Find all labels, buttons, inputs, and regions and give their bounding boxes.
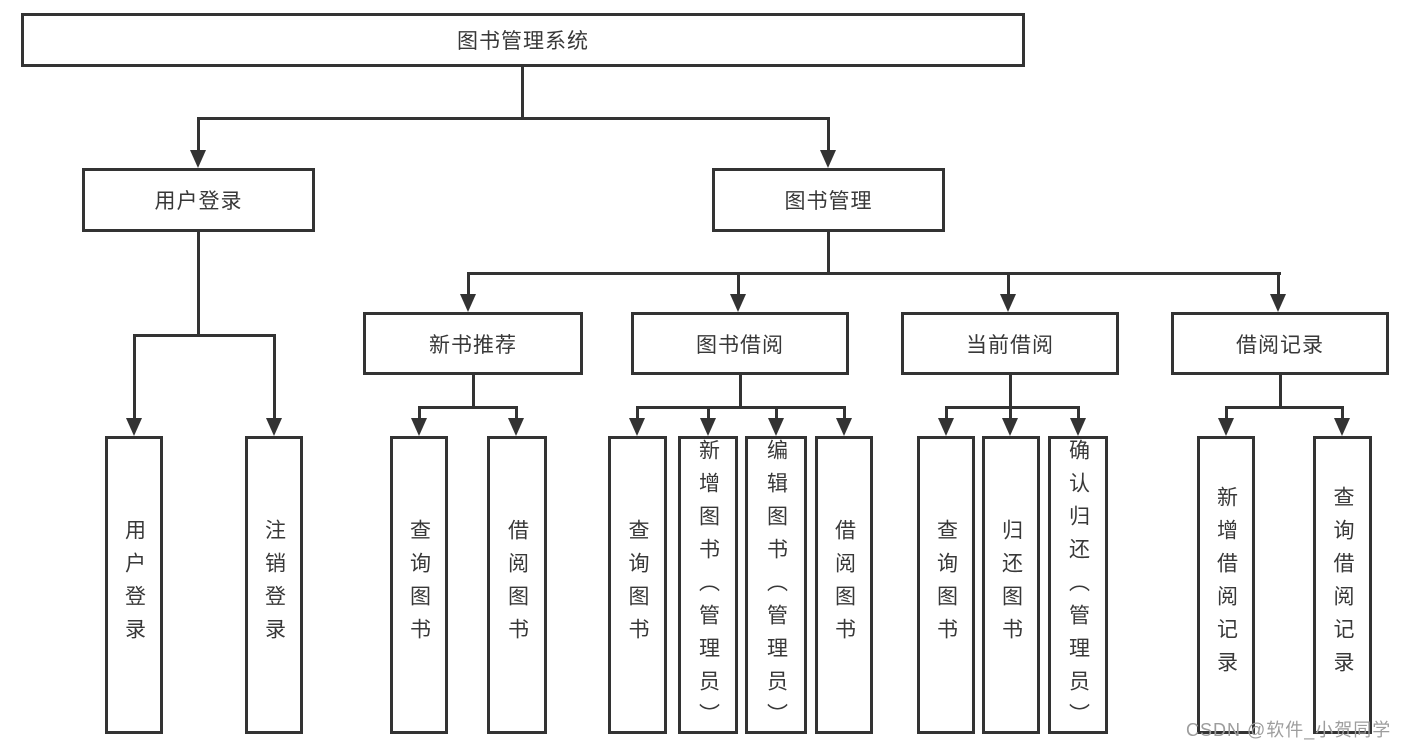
arrow-down-icon — [1334, 418, 1350, 436]
connector-drop — [515, 406, 518, 420]
connector-drop — [775, 406, 778, 420]
connector-login-leaf1-drop — [133, 334, 136, 419]
connector-drop — [1077, 406, 1080, 420]
arrow-down-icon — [411, 418, 427, 436]
leaf-label: 编辑图书（管理员） — [764, 439, 788, 736]
connector-mgmt-bar — [467, 272, 1281, 275]
connector-records-drop — [1277, 272, 1280, 296]
arrow-down-icon — [508, 418, 524, 436]
leaf-borrow-books: 借阅图书 — [815, 436, 873, 734]
arrow-down-icon — [126, 418, 142, 436]
leaf-label: 查询图书 — [934, 519, 958, 651]
arrow-down-icon — [730, 294, 746, 312]
connector-records-bar — [1225, 406, 1344, 409]
connector-borrow-drop — [737, 272, 740, 296]
leaf-borrow-books-recommend: 借阅图书 — [487, 436, 547, 734]
arrow-down-icon — [1218, 418, 1234, 436]
leaf-label: 借阅图书 — [832, 519, 856, 651]
connector-drop — [1341, 406, 1344, 420]
leaf-query-books-recommend: 查询图书 — [390, 436, 448, 734]
leaf-query-books-borrow: 查询图书 — [608, 436, 667, 734]
leaf-label: 借阅图书 — [505, 519, 529, 651]
node-label: 图书管理系统 — [457, 30, 589, 53]
connector-login-leaf2-drop — [273, 334, 276, 419]
node-label: 用户登录 — [154, 190, 243, 213]
arrow-down-icon — [1000, 294, 1016, 312]
arrow-down-icon — [768, 418, 784, 436]
arrow-down-icon — [1002, 418, 1018, 436]
node-book-borrowing: 图书借阅 — [631, 312, 849, 375]
connector-drop — [636, 406, 639, 420]
node-book-management: 图书管理 — [712, 168, 945, 232]
leaf-query-borrow-record: 查询借阅记录 — [1313, 436, 1372, 734]
node-borrowing-records: 借阅记录 — [1171, 312, 1389, 375]
leaf-user-login: 用户登录 — [105, 436, 163, 734]
node-new-book-recommend: 新书推荐 — [363, 312, 583, 375]
connector-current-bar — [945, 406, 1080, 409]
arrow-down-icon — [1270, 294, 1286, 312]
leaf-add-book-admin: 新增图书（管理员） — [678, 436, 738, 736]
connector-current-stem — [1009, 375, 1012, 409]
arrow-down-icon — [1070, 418, 1086, 436]
arrow-down-icon — [938, 418, 954, 436]
connector-drop — [707, 406, 710, 420]
leaf-label: 新增图书（管理员） — [696, 439, 720, 736]
connector-drop — [418, 406, 421, 420]
leaf-label: 归还图书 — [999, 519, 1023, 651]
leaf-label: 查询借阅记录 — [1331, 486, 1354, 684]
leaf-edit-book-admin: 编辑图书（管理员） — [745, 436, 807, 736]
arrow-down-icon — [629, 418, 645, 436]
connector-newbook-bar — [418, 406, 518, 409]
node-label: 图书借阅 — [696, 333, 784, 357]
leaf-label: 注销登录 — [262, 519, 286, 651]
connector-borrow-stem — [739, 375, 742, 409]
leaf-label: 查询图书 — [626, 519, 649, 651]
connector-drop — [1009, 406, 1012, 420]
leaf-confirm-return-admin: 确认归还（管理员） — [1048, 436, 1108, 736]
node-user-login: 用户登录 — [82, 168, 315, 232]
arrow-down-icon — [836, 418, 852, 436]
leaf-label: 新增借阅记录 — [1214, 486, 1238, 684]
leaf-return-books: 归还图书 — [982, 436, 1040, 734]
node-library-management-system: 图书管理系统 — [21, 13, 1025, 67]
arrow-down-icon — [266, 418, 282, 436]
connector-login-bar — [133, 334, 276, 337]
node-label: 当前借阅 — [966, 333, 1054, 357]
leaf-label: 用户登录 — [122, 519, 146, 651]
connector-mgmt-stem — [827, 232, 830, 275]
connector-login-drop — [197, 117, 200, 153]
connector-drop — [843, 406, 846, 420]
node-label: 借阅记录 — [1236, 333, 1324, 357]
connector-newbook-drop — [467, 272, 470, 296]
watermark: CSDN @软件_小贺同学 — [1186, 720, 1392, 740]
arrow-down-icon — [820, 150, 836, 168]
leaf-logout: 注销登录 — [245, 436, 303, 734]
leaf-add-borrow-record: 新增借阅记录 — [1197, 436, 1255, 734]
arrow-down-icon — [460, 294, 476, 312]
connector-borrow-bar — [636, 406, 846, 409]
connector-root-bar — [197, 117, 830, 120]
connector-current-drop — [1007, 272, 1010, 296]
connector-drop — [1225, 406, 1228, 420]
connector-mgmt-drop — [827, 117, 830, 153]
connector-drop — [945, 406, 948, 420]
arrow-down-icon — [700, 418, 716, 436]
connector-newbook-stem — [472, 375, 475, 409]
leaf-label: 确认归还（管理员） — [1066, 439, 1090, 736]
leaf-label: 查询图书 — [407, 519, 431, 651]
node-current-borrowing: 当前借阅 — [901, 312, 1119, 375]
node-label: 新书推荐 — [429, 333, 517, 357]
connector-records-stem — [1279, 375, 1282, 409]
leaf-query-books-current: 查询图书 — [917, 436, 975, 734]
node-label: 图书管理 — [784, 190, 873, 213]
connector-root-stem — [521, 67, 524, 120]
connector-login-stem — [197, 232, 200, 337]
arrow-down-icon — [190, 150, 206, 168]
